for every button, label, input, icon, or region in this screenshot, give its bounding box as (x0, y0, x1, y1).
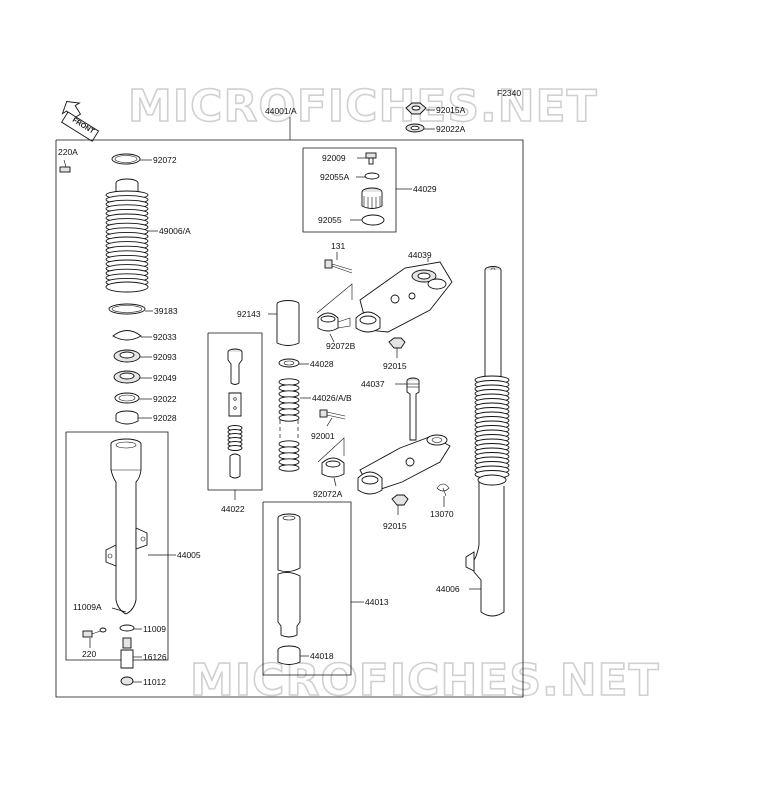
label-92072A: 92072A (313, 489, 343, 499)
collar-92143 (276, 300, 300, 346)
label-92143: 92143 (237, 309, 261, 319)
front-arrow-icon: FRONT (61, 101, 100, 142)
kit-44029-frame (302, 147, 397, 233)
fork-leg-44006 (465, 266, 510, 617)
label-44028: 44028 (310, 359, 334, 369)
label-44001A: 44001/A (265, 106, 297, 116)
pin-13070 (436, 483, 450, 497)
label-92022A: 92022A (436, 124, 466, 134)
cap-11012 (120, 676, 134, 686)
drain-bolt-16126 (120, 637, 134, 669)
figure-code: F2340 (497, 88, 521, 98)
nut-92015a (405, 102, 427, 115)
outer-tube-44005 (105, 438, 148, 615)
seat-44028 (278, 358, 300, 368)
label-44018: 44018 (310, 651, 334, 661)
damper-rod-assembly (227, 348, 243, 479)
outer-tube-frame (65, 431, 169, 661)
bolt-guide-line-upper (316, 283, 353, 314)
gasket-11009 (119, 624, 135, 632)
label-92015-top: 92015 (383, 361, 407, 371)
label-44005: 44005 (177, 550, 201, 560)
label-92015-bot: 92015 (383, 521, 407, 531)
inner-tube-44013 (277, 513, 301, 638)
damper-44022-frame (207, 332, 263, 491)
label-220A: 220A (58, 147, 78, 157)
label-92055A: 92055A (320, 172, 350, 182)
label-39183: 39183 (154, 306, 178, 316)
upper-triple-clamp-44039 (355, 261, 453, 333)
lower-triple-clamp (357, 434, 451, 495)
nut-92015-upper (388, 337, 406, 349)
label-92009: 92009 (322, 153, 346, 163)
watermark-bottom: MICROFICHES.NET (190, 655, 660, 706)
clamp-92072a (321, 457, 345, 478)
bolt-guide-line-lower (317, 437, 345, 463)
label-92001: 92001 (311, 431, 335, 441)
label-92033: 92033 (153, 332, 177, 342)
dust-boot-49006a (105, 178, 149, 293)
main-assembly-frame (55, 139, 524, 698)
label-11012: 11012 (143, 677, 166, 687)
label-16126: 16126 (143, 652, 167, 662)
label-49006A: 49006/A (159, 226, 191, 236)
label-44029: 44029 (413, 184, 437, 194)
steering-stem-44037 (406, 377, 420, 441)
label-44039: 44039 (408, 250, 432, 260)
label-13070: 13070 (430, 509, 454, 519)
bolt-220 (82, 627, 107, 638)
spring-44026ab (278, 378, 300, 472)
label-92055: 92055 (318, 215, 342, 225)
label-92015A: 92015A (436, 105, 466, 115)
nut-92015-lower (391, 494, 409, 506)
washer-92022 (114, 392, 140, 404)
watermark-top: MICROFICHES.NET (128, 81, 598, 132)
clamp-92072b (317, 312, 351, 332)
oring-92055a (364, 172, 380, 180)
label-131: 131 (331, 241, 345, 251)
label-220: 220 (82, 649, 96, 659)
label-92072B: 92072B (326, 341, 356, 351)
label-44006: 44006 (436, 584, 460, 594)
label-44026AB: 44026/A/B (312, 393, 352, 403)
bushing-44018 (277, 645, 301, 665)
label-92093: 92093 (153, 352, 177, 362)
ring-92033 (112, 330, 142, 341)
label-44037: 44037 (361, 379, 385, 389)
screw-92009 (365, 152, 377, 165)
label-11009: 11009 (143, 624, 166, 634)
label-92049: 92049 (153, 373, 177, 383)
label-44013: 44013 (365, 597, 389, 607)
label-44022: 44022 (221, 504, 245, 514)
label-92022: 92022 (153, 394, 177, 404)
label-92028: 92028 (153, 413, 177, 423)
bolt-131 (324, 259, 353, 274)
bolt-92001 (319, 409, 346, 420)
label-11009A: 11009A (73, 602, 102, 612)
oring-92055 (361, 214, 385, 226)
label-92072: 92072 (153, 155, 177, 165)
bolt-220a (59, 159, 71, 173)
fork-cap-bolt (361, 187, 383, 209)
inner-tube-44013-frame (262, 501, 352, 676)
